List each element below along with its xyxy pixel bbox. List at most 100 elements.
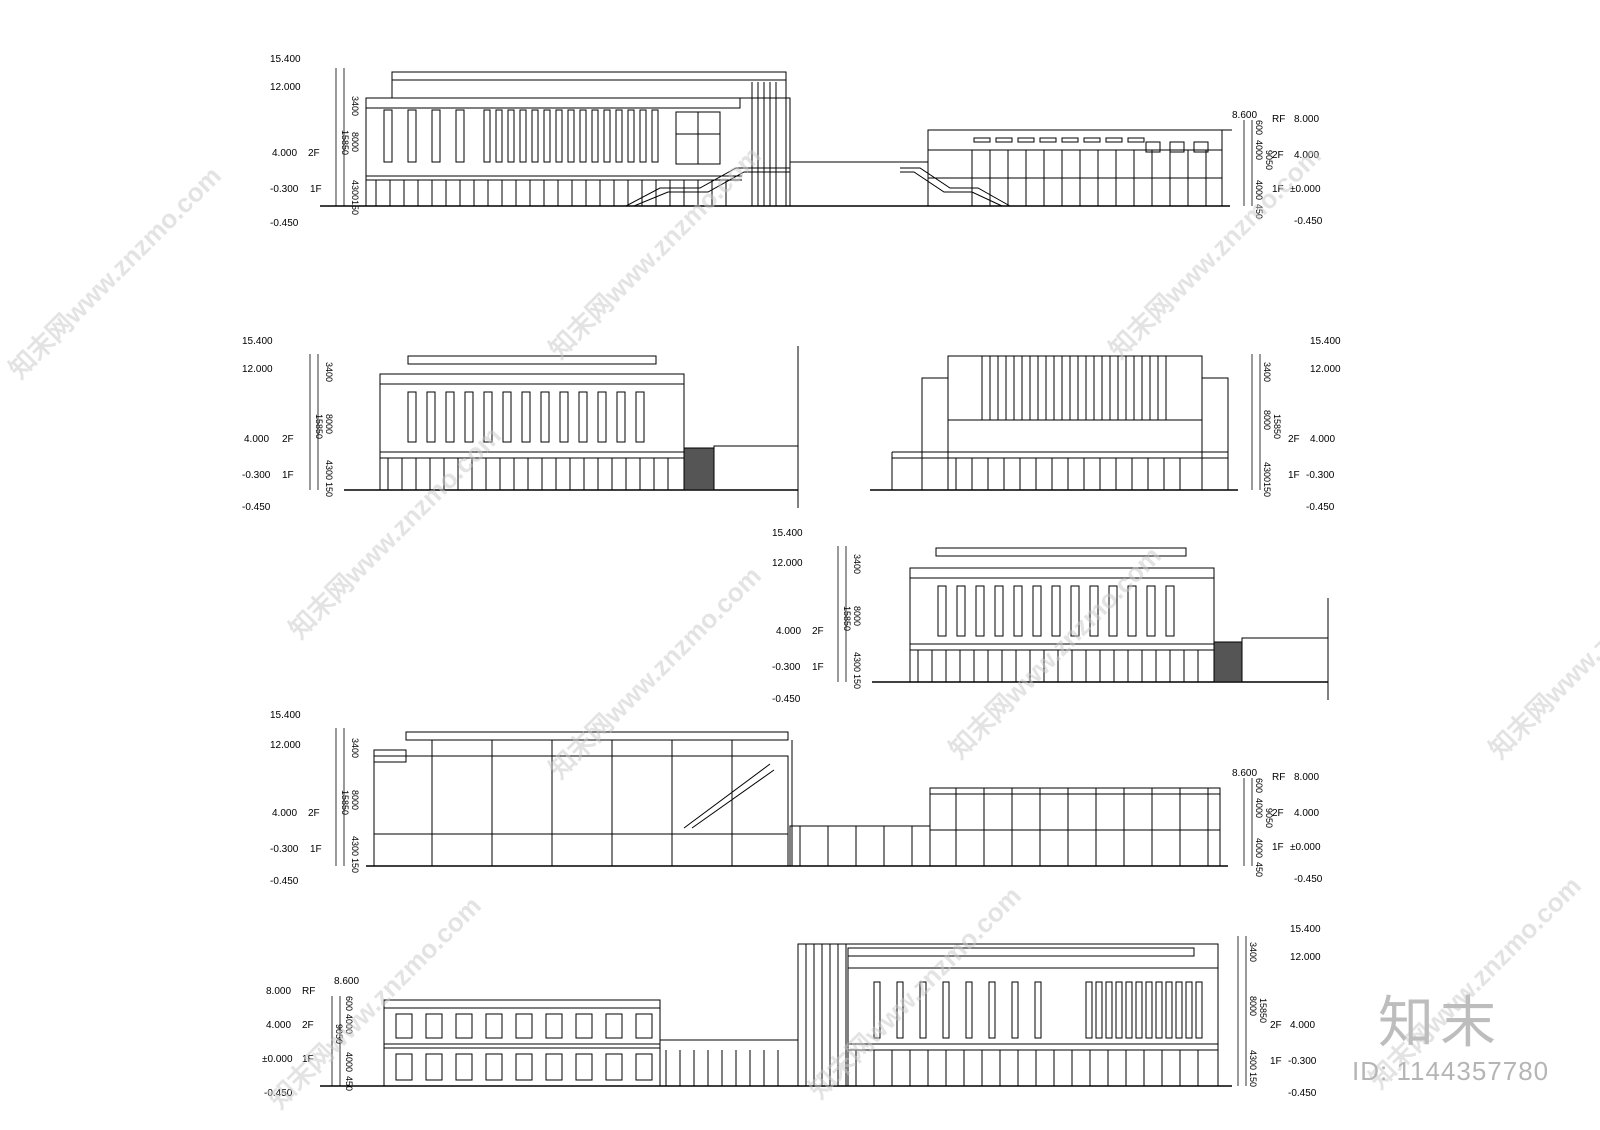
window — [988, 981, 996, 1039]
watermark-text: 知末网www.znzmo.com — [543, 560, 767, 784]
window — [395, 1013, 413, 1039]
window — [455, 109, 465, 163]
level-minus0450: -0.450 — [1288, 1088, 1317, 1099]
floor-1f: 1F — [310, 844, 322, 855]
window — [1105, 137, 1123, 143]
dim-4000: 4000 — [1254, 798, 1264, 818]
window — [1105, 981, 1113, 1039]
level-12000: 12.000 — [270, 82, 301, 93]
level-4000: 4.000 — [272, 148, 297, 159]
dim-150: 150 — [1262, 482, 1272, 497]
window — [521, 391, 531, 443]
window — [395, 1053, 413, 1081]
window — [942, 981, 950, 1039]
floor-1f: 1F — [282, 470, 294, 481]
window — [1051, 585, 1061, 637]
dim-9050: 9050 — [334, 1024, 344, 1044]
floor-2f: 2F — [1272, 150, 1284, 161]
level-minus0300: -0.300 — [772, 662, 801, 673]
level-8000: 8.000 — [1294, 114, 1319, 125]
level-8600: 8.600 — [1232, 768, 1257, 779]
elevation-3-shopfront — [955, 458, 1181, 490]
dim-150: 150 — [350, 200, 360, 215]
dim-15850: 15850 — [314, 414, 324, 439]
window — [483, 391, 493, 443]
window — [1127, 585, 1137, 637]
watermark-text: 知末网www.znzmo.com — [283, 420, 507, 644]
window — [545, 1013, 563, 1039]
elevation-1-windows — [383, 109, 1145, 163]
level-15400: 15.400 — [242, 336, 273, 347]
window — [956, 585, 966, 637]
window — [455, 1053, 473, 1081]
roof-rf: RF — [1272, 772, 1285, 783]
level-minus0450: -0.450 — [1294, 874, 1323, 885]
watermark-text: 知末网www.znzmo.com — [803, 880, 1027, 1104]
elevation-6 — [320, 943, 1232, 1087]
window — [1089, 585, 1099, 637]
window — [495, 109, 503, 163]
watermarks: 知末网www.znzmo.com 知末网www.znzmo.com 知末网www… — [3, 140, 1600, 1114]
window — [1165, 981, 1173, 1039]
elevation-4-shopfront — [917, 650, 1199, 682]
elevation-3 — [870, 355, 1238, 491]
elevation-2-shopfront — [387, 458, 669, 490]
window — [531, 109, 539, 163]
dim-3400: 3400 — [350, 96, 360, 116]
dim-8000: 8000 — [350, 790, 360, 810]
level-4000: 4.000 — [266, 1020, 291, 1031]
level-8600: 8.600 — [1232, 110, 1257, 121]
level-12000: 12.000 — [270, 740, 301, 751]
watermark-text: 知末网www.znzmo.com — [3, 160, 227, 384]
level-8000: 8.000 — [1294, 772, 1319, 783]
window — [995, 137, 1013, 143]
window — [1070, 585, 1080, 637]
window — [543, 109, 551, 163]
window — [567, 109, 575, 163]
window — [1145, 981, 1153, 1039]
window — [1032, 585, 1042, 637]
window — [975, 585, 985, 637]
floor-1f: 1F — [1288, 470, 1300, 481]
window — [426, 391, 436, 443]
watermark-text: 知末网www.znzmo.com — [943, 540, 1167, 764]
level-4000: 4.000 — [272, 808, 297, 819]
elevation-5-columns — [431, 740, 1209, 866]
level-4000: 4.000 — [776, 626, 801, 637]
elevation-2 — [344, 346, 799, 508]
elevation-1-shopfront — [375, 150, 1207, 206]
level-15400: 15.400 — [1290, 924, 1321, 935]
floor-2f: 2F — [302, 1020, 314, 1031]
floor-2f: 2F — [308, 808, 320, 819]
window — [873, 981, 881, 1039]
image-id-label: ID: 1144357780 — [1352, 1056, 1550, 1086]
window — [1039, 137, 1057, 143]
window — [1083, 137, 1101, 143]
watermark-text: 知末网www.znzmo.com — [543, 140, 767, 364]
floor-1f: 1F — [1272, 184, 1284, 195]
window — [1108, 585, 1118, 637]
dimension-numbers: 3400 8000 4300 150 15850 3400 8000 4300 … — [314, 96, 1282, 1091]
floor-1f: 1F — [302, 1054, 314, 1065]
dim-450: 450 — [344, 1076, 354, 1091]
elevation-5-section — [366, 731, 1228, 867]
window — [919, 981, 927, 1039]
dim-3400: 3400 — [350, 738, 360, 758]
window — [1017, 137, 1035, 143]
level-minus0450: -0.450 — [242, 502, 271, 513]
window — [502, 391, 512, 443]
floor-2f: 2F — [1270, 1020, 1282, 1031]
level-minus0450: -0.450 — [1294, 216, 1323, 227]
dim-600: 600 — [1254, 778, 1264, 793]
window — [485, 1013, 503, 1039]
window — [455, 1013, 473, 1039]
watermark-text: 知末网www.znzmo.com — [263, 890, 487, 1114]
window — [1195, 981, 1203, 1039]
dim-150: 150 — [852, 674, 862, 689]
window — [597, 391, 607, 443]
window — [635, 391, 645, 443]
watermark-text: 知末网www.znzmo.com — [1483, 540, 1600, 764]
dim-600: 600 — [1254, 120, 1264, 135]
dim-4300: 4300 — [350, 180, 360, 200]
level-0000: ±0.000 — [262, 1054, 293, 1065]
